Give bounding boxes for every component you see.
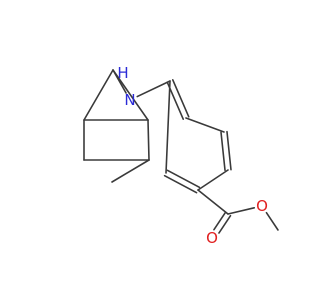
bond-c5-c5a [197, 169, 229, 191]
bond-c6-c5-a [220, 131, 226, 172]
bond-c3-c4 [147, 119, 150, 161]
bond-c8a-n [112, 69, 127, 94]
bond-c4b-c8 [165, 80, 171, 174]
bond-c4-c8a [112, 69, 149, 121]
bond-cc-o1-b [218, 214, 232, 234]
atom-label-o_ester: O [256, 197, 268, 215]
bond-c5a-c4b-b [163, 174, 198, 194]
bond-c8a-c9a [83, 69, 114, 121]
bond-c6-c5-b [226, 130, 232, 171]
atom-label-h: H [117, 64, 128, 82]
atom-label-o_carbonyl: O [206, 229, 218, 247]
bond-cc-o2 [227, 207, 256, 215]
bond-cc-o1-a [213, 211, 227, 231]
bond-c7-c6 [185, 117, 225, 133]
bond-c8-c7-b [171, 79, 190, 118]
bond-c5a-cc [197, 189, 229, 215]
bond-c5a-c4b-a [166, 169, 201, 189]
bond-o2-cme [265, 211, 279, 231]
atom-label-n: N [124, 91, 135, 109]
molecule-structure: NH O O [83, 64, 279, 247]
bond-n-c8 [136, 80, 171, 98]
bond-c3-ch3 [111, 159, 150, 183]
